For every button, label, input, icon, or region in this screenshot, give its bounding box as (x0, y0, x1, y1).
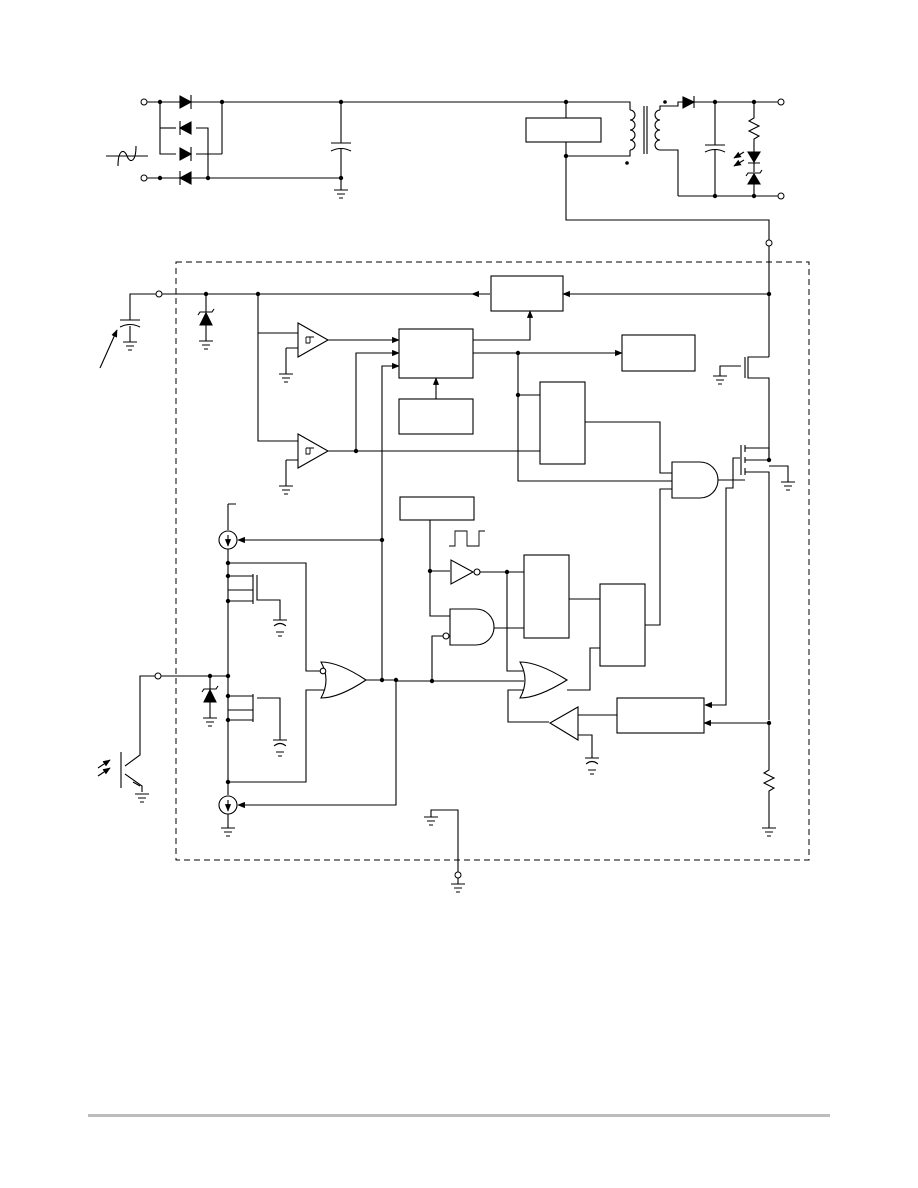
drain-pin (765, 239, 773, 247)
led-icon (733, 148, 761, 172)
phototransistor-icon (97, 752, 149, 803)
ac-source-icon (106, 145, 148, 167)
bulk-capacitor (222, 99, 566, 199)
gnd-pin (424, 809, 465, 893)
ground-icon (199, 340, 213, 350)
ac-terminal-top (140, 98, 148, 106)
ground-icon (585, 757, 599, 775)
ground-icon (762, 827, 776, 837)
mosfet-icon (225, 562, 320, 672)
ground-icon (451, 883, 465, 893)
zener-icon (745, 169, 763, 196)
resistor-icon (747, 102, 761, 148)
or-gate-icon (396, 572, 569, 723)
fb-zener (201, 676, 219, 727)
secondary-output (678, 96, 785, 200)
ground-icon (279, 372, 293, 383)
or-gate-icon (225, 540, 435, 785)
ground-icon (334, 189, 348, 199)
ground-icon (273, 618, 287, 637)
flipflop-block (523, 554, 646, 691)
and-gate-icon (645, 457, 740, 626)
ground-icon (135, 793, 149, 803)
ground-icon (279, 484, 293, 495)
footer-rule (88, 1114, 830, 1117)
control-logic-block (381, 310, 623, 540)
ac-terminal-bottom (140, 174, 148, 182)
vdd-zener (197, 294, 215, 350)
current-sense-amp (548, 697, 772, 775)
ground-icon (713, 374, 727, 385)
mosfet-icon (225, 693, 287, 757)
current-source-icon (218, 680, 397, 837)
ground-icon (424, 816, 438, 826)
primary-clamp (525, 99, 770, 240)
ground-icon (781, 480, 795, 491)
and-gate-icon (431, 608, 524, 681)
ground-icon (273, 738, 287, 757)
regulator-block (471, 246, 772, 357)
mosfet-icon (713, 356, 770, 458)
current-source-icon (218, 503, 385, 782)
vdd-pin (99, 290, 490, 369)
mosfet-icon (704, 445, 795, 720)
comparator-icon (257, 294, 400, 383)
ground-icon (221, 827, 235, 837)
comparator-icon (257, 333, 540, 495)
clock-waveform-icon (449, 530, 485, 547)
ground-icon (123, 341, 137, 351)
ic-boundary (175, 261, 810, 861)
bridge-rectifier-icon (147, 95, 225, 185)
sense-resistor (762, 723, 776, 837)
inverter-icon (450, 559, 524, 585)
oscillator-block (399, 496, 485, 617)
transformer-icon (625, 100, 683, 196)
ground-icon (203, 717, 217, 727)
thermal-block (621, 334, 696, 372)
mains-input (106, 98, 148, 182)
latch-block (515, 353, 672, 482)
fb-pin (124, 672, 231, 767)
